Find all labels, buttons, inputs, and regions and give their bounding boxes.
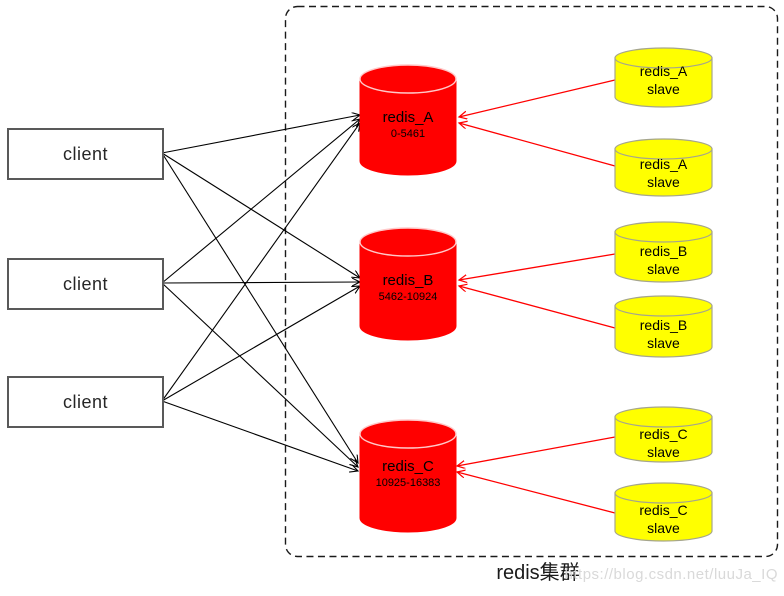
master-cylinder-redis-b bbox=[359, 227, 457, 341]
arrow-client1-masterB bbox=[161, 152, 360, 278]
slave-cylinder-b2 bbox=[614, 295, 713, 358]
master-cylinder-redis-a bbox=[359, 64, 457, 176]
slave-name: redis_B bbox=[639, 243, 688, 259]
client-box-1: client bbox=[7, 128, 164, 180]
slave-name: redis_C bbox=[639, 426, 688, 442]
master-slots-redis-b: 5462-10924 bbox=[378, 291, 438, 303]
client-label: client bbox=[62, 273, 109, 294]
arrow-slaveB1-masterB bbox=[459, 253, 616, 280]
arrow-client2-masterA bbox=[161, 119, 360, 284]
client-box-3: client bbox=[7, 376, 164, 428]
slave-cylinder-a2 bbox=[614, 138, 713, 197]
slave-cylinder-a1 bbox=[614, 47, 713, 108]
cluster-title: redis集群 bbox=[496, 562, 580, 584]
slave-label-b1: redis_B slave bbox=[615, 242, 712, 278]
arrow-client2-masterC bbox=[161, 282, 358, 467]
slave-label-a2: redis_A slave bbox=[615, 155, 712, 191]
slave-name: redis_A bbox=[639, 156, 688, 172]
arrow-client1-masterC bbox=[161, 152, 358, 463]
slave-role: slave bbox=[647, 261, 680, 277]
slave-cylinder-c2 bbox=[614, 482, 713, 542]
arrow-slaveA1-masterA bbox=[459, 79, 616, 117]
slave-name: redis_A bbox=[639, 63, 688, 79]
master-cylinder-redis-c bbox=[359, 419, 457, 533]
master-name-redis-a: redis_A bbox=[382, 109, 434, 126]
slave-role: slave bbox=[647, 444, 680, 460]
master-name-redis-b: redis_B bbox=[382, 272, 434, 289]
client-label: client bbox=[62, 143, 109, 164]
slave-label-b2: redis_B slave bbox=[615, 316, 712, 352]
slave-label-c1: redis_C slave bbox=[615, 425, 712, 461]
client-master-arrows bbox=[161, 115, 360, 471]
arrow-client3-masterC bbox=[161, 400, 358, 471]
arrow-client2-masterB bbox=[161, 282, 360, 283]
slave-cylinder-b1 bbox=[614, 221, 713, 283]
slave-name: redis_C bbox=[639, 502, 688, 518]
master-name-redis-c: redis_C bbox=[382, 458, 434, 475]
slave-role: slave bbox=[647, 174, 680, 190]
slave-name: redis_B bbox=[639, 317, 688, 333]
slave-label-a1: redis_A slave bbox=[615, 62, 712, 98]
arrow-slaveA2-masterA bbox=[459, 123, 616, 167]
replication-arrows bbox=[457, 79, 616, 514]
slave-role: slave bbox=[647, 335, 680, 351]
slave-cylinder-c1 bbox=[614, 406, 713, 463]
arrow-slaveC1-masterC bbox=[457, 436, 616, 466]
master-slots-redis-a: 0-5461 bbox=[390, 128, 426, 140]
arrow-slaveC2-masterC bbox=[457, 472, 616, 514]
slave-label-c2: redis_C slave bbox=[615, 501, 712, 537]
cluster-boundary bbox=[284, 5, 779, 558]
arrow-slaveB2-masterB bbox=[459, 286, 616, 329]
arrow-client1-masterA bbox=[161, 115, 360, 154]
client-label: client bbox=[62, 391, 109, 412]
arrow-client3-masterB bbox=[161, 286, 360, 402]
client-box-2: client bbox=[7, 258, 164, 310]
arrow-client3-masterA bbox=[161, 123, 360, 402]
master-slots-redis-c: 10925-16383 bbox=[375, 477, 441, 489]
watermark: https://blog.csdn.net/luuJa_IQ bbox=[564, 566, 778, 583]
slave-role: slave bbox=[647, 81, 680, 97]
slave-role: slave bbox=[647, 520, 680, 536]
